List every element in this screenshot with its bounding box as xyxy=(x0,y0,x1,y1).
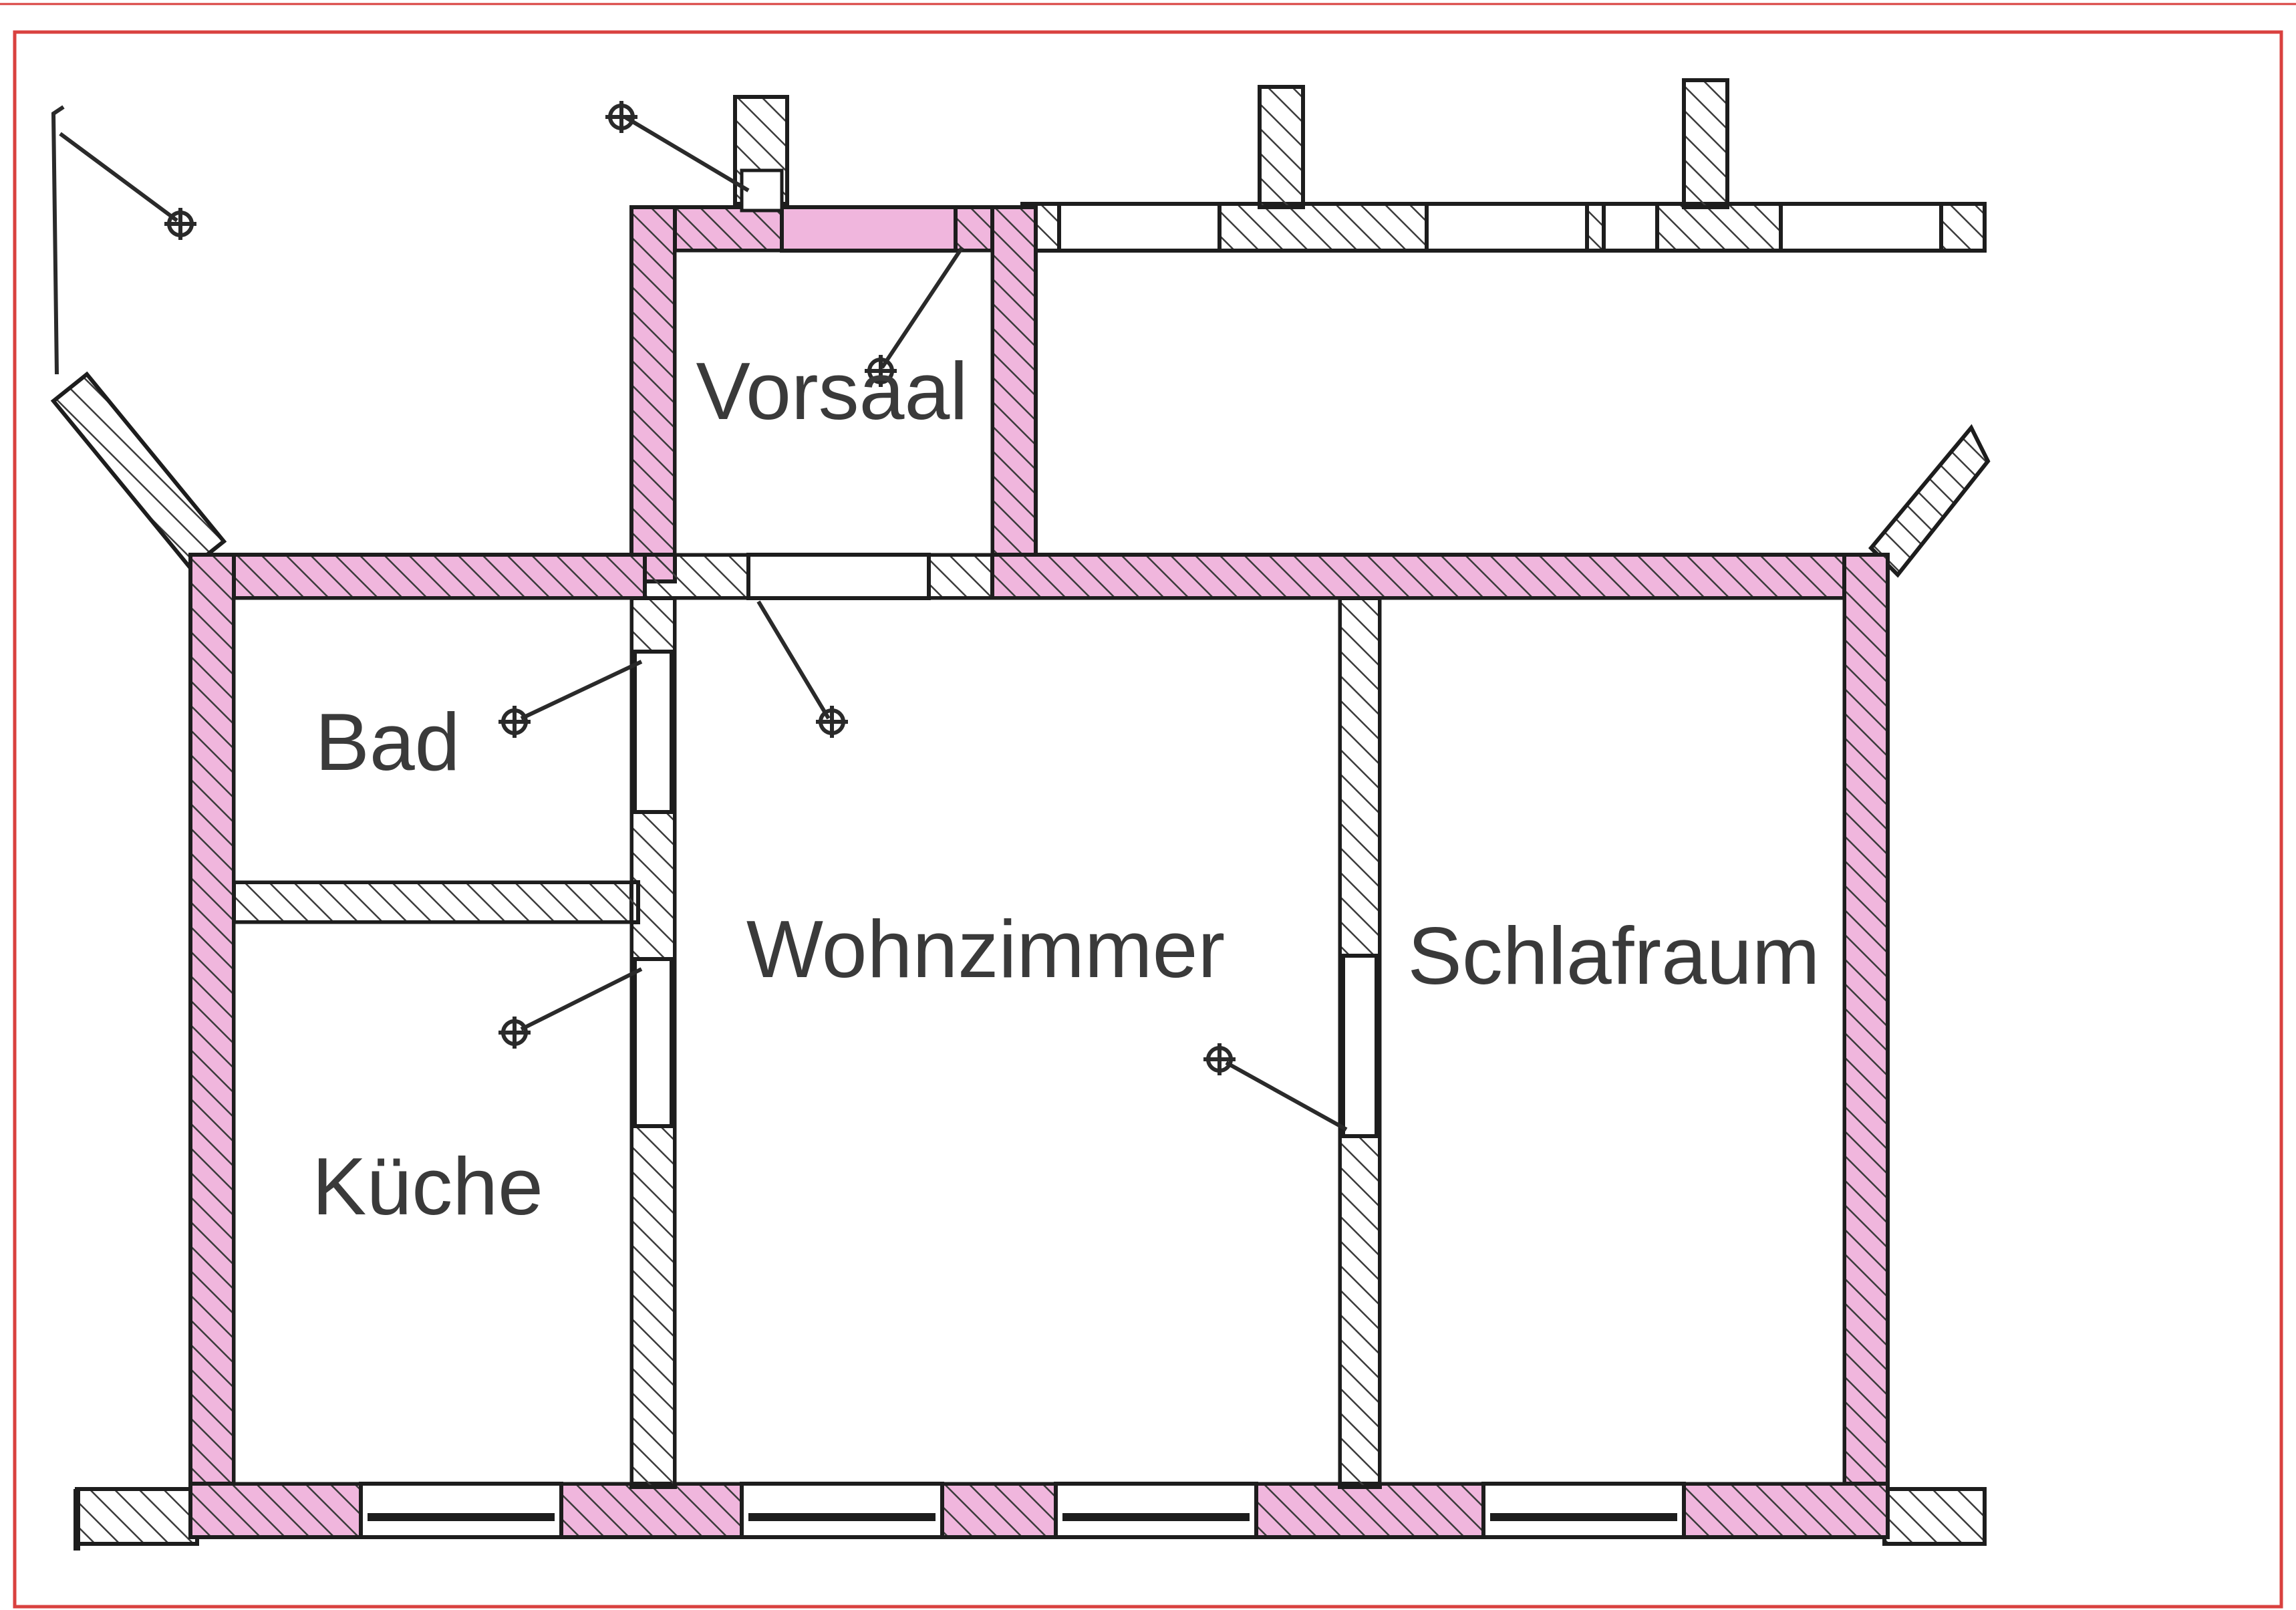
page-frame xyxy=(13,30,2283,1609)
bottom-windows xyxy=(359,1482,1686,1539)
room-label-kueche: Küche xyxy=(312,1141,543,1232)
room-interiors xyxy=(232,249,1846,1486)
doors xyxy=(633,168,1379,1138)
corridor-windows xyxy=(1057,202,1943,253)
pointer-markers xyxy=(59,101,1348,1131)
room-label-bad: Bad xyxy=(315,696,460,787)
room-label-vorsaal: Vorsaal xyxy=(696,346,968,436)
left-boundary-line xyxy=(51,105,65,375)
room-label-schlafraum: Schlafraum xyxy=(1407,910,1820,1001)
room-label-wohnzimmer: Wohnzimmer xyxy=(746,904,1225,994)
